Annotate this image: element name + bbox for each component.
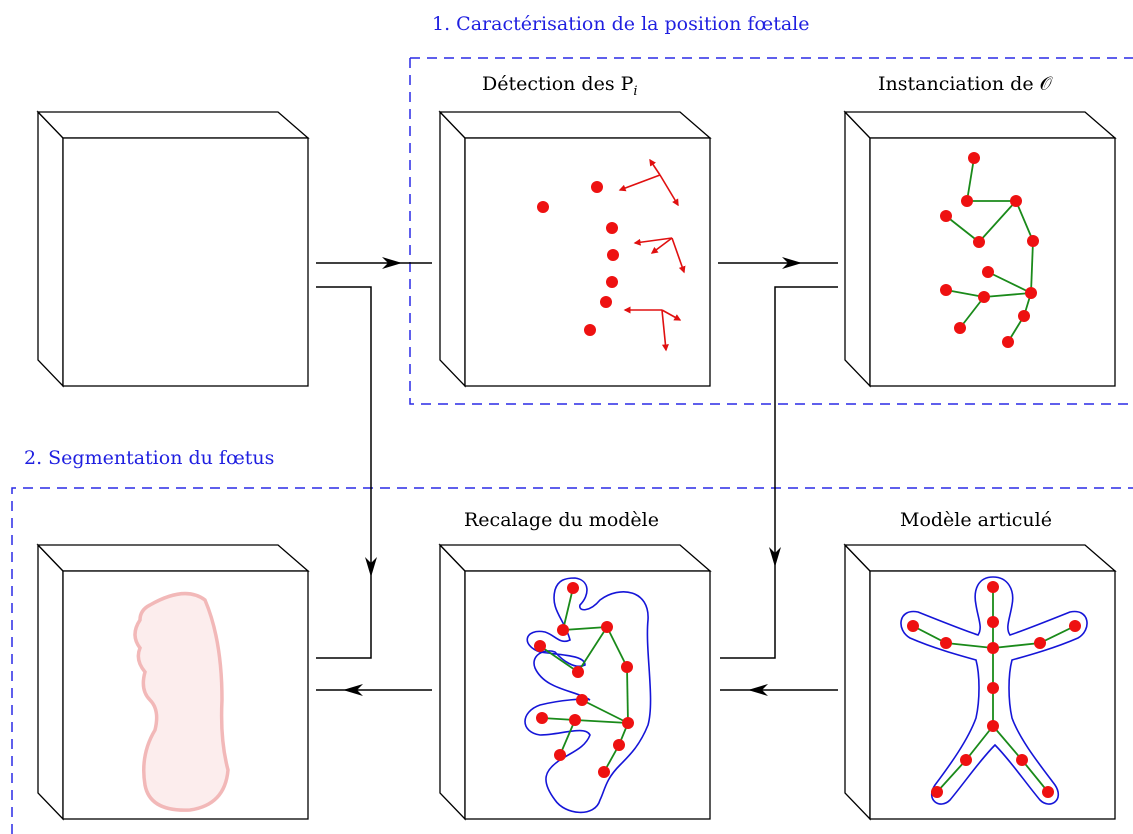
- detected-orientations: [618, 158, 686, 352]
- mri-volume-detection: [438, 110, 712, 388]
- section-frame-position: [409, 57, 1133, 405]
- detected-points: [537, 181, 619, 336]
- mri-volume-segmentation: [36, 543, 310, 821]
- model-volume-recalage: [438, 543, 712, 821]
- section-title-segmentation: 2. Segmentation du fœtus: [24, 447, 274, 469]
- skeleton-graph: [940, 152, 1039, 348]
- arrow-instanciation-to-recalage: [769, 286, 838, 567]
- section-title-position: 1. Caractérisation de la position fœtale: [432, 13, 809, 35]
- label-modele: Modèle articulé: [900, 509, 1052, 531]
- registered-model-contour: [524, 577, 652, 814]
- model-volume-articulated: [843, 543, 1117, 821]
- skeleton-volume-instanciation: [843, 110, 1117, 388]
- arrow-input-to-segmentation: [316, 286, 377, 577]
- connectors: [316, 257, 838, 696]
- label-recalage: Recalage du modèle: [464, 509, 659, 531]
- section-frame-segmentation: [11, 487, 1133, 834]
- registered-skeleton: [534, 582, 634, 778]
- label-detection: Détection des Pi: [482, 73, 638, 99]
- articulated-model-contour: [900, 576, 1088, 805]
- fetus-segmentation-contour: [133, 591, 230, 812]
- label-instanciation: Instanciation de 𝒪: [878, 73, 1054, 95]
- mri-volume-input: [36, 110, 310, 388]
- articulated-skeleton: [907, 581, 1081, 798]
